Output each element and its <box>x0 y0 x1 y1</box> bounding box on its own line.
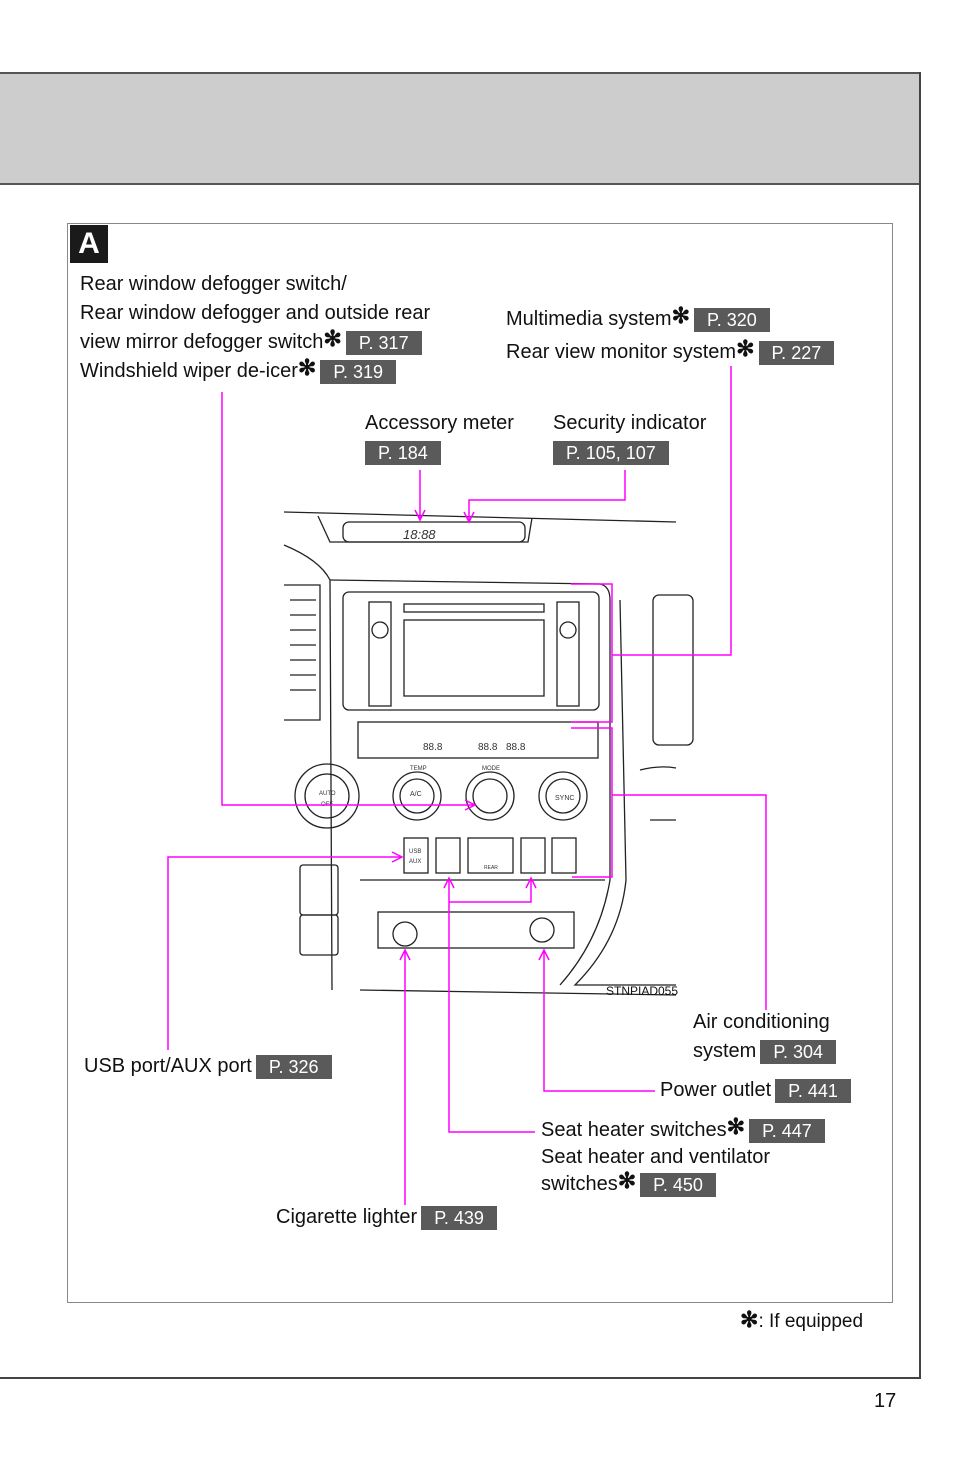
svg-text:SYNC: SYNC <box>555 795 574 802</box>
svg-text:USB: USB <box>409 849 421 855</box>
page-ref-badge[interactable]: P. 326 <box>255 1054 332 1079</box>
clock-display: 18:88 <box>403 527 436 542</box>
page-ref-badge[interactable]: P. 227 <box>758 340 835 365</box>
header-band <box>0 72 919 185</box>
page-ref-badge[interactable]: P. 317 <box>345 330 422 355</box>
page-ref-badge[interactable]: P. 441 <box>775 1078 851 1103</box>
if-equipped-icon: ✻ <box>740 1307 759 1332</box>
page-ref-badge[interactable]: P. 447 <box>749 1118 825 1143</box>
if-equipped-icon: ✻ <box>297 355 317 380</box>
if-equipped-icon: ✻ <box>617 1168 637 1193</box>
svg-text:AUTO: AUTO <box>319 791 336 797</box>
label-multimedia: Multimedia system✻P. 320 <box>506 303 770 334</box>
label-security-indicator: Security indicator P. 105, 107 <box>553 412 707 465</box>
svg-text:88.8: 88.8 <box>423 742 443 753</box>
page-ref-badge[interactable]: P. 304 <box>760 1039 837 1064</box>
label-rear-view-monitor: Rear view monitor system✻P. 227 <box>506 336 835 367</box>
if-equipped-icon: ✻ <box>323 326 342 351</box>
page-ref-badge[interactable]: P. 450 <box>640 1172 716 1197</box>
footnote: ✻: If equipped <box>740 1307 864 1332</box>
page-ref-badge[interactable]: P. 319 <box>320 359 397 384</box>
svg-text:TEMP: TEMP <box>410 766 427 772</box>
page-border-right <box>919 72 921 1379</box>
page-ref-badge[interactable]: P. 184 <box>365 440 441 465</box>
svg-text:REAR: REAR <box>484 865 498 871</box>
svg-text:88.8: 88.8 <box>478 742 498 753</box>
page-ref-badge[interactable]: P. 320 <box>694 307 770 332</box>
page-ref-badge[interactable]: P. 105, 107 <box>553 440 669 465</box>
if-equipped-icon: ✻ <box>671 303 691 328</box>
svg-text:88.8: 88.8 <box>506 742 526 753</box>
label-rear-defogger: Rear window defogger switch/ Rear window… <box>80 273 431 384</box>
figure-frame <box>67 223 893 1303</box>
label-accessory-meter: Accessory meter P. 184 <box>365 412 514 465</box>
label-seat-heater: Seat heater switches✻P. 447 Seat heater … <box>541 1114 825 1198</box>
svg-text:A/C: A/C <box>410 791 422 798</box>
page-ref-badge[interactable]: P. 439 <box>421 1205 497 1230</box>
leader-lines <box>167 366 767 1205</box>
svg-text:AUX: AUX <box>409 859 421 865</box>
image-code: STNPIAD055 <box>606 984 679 998</box>
svg-text:MODE: MODE <box>482 766 500 772</box>
dashboard-illustration: 18:88 88.8 88.8 88.8 AUTO OFF A/C TEMP M… <box>283 511 694 996</box>
page-number: 17 <box>874 1390 897 1412</box>
section-tag: A <box>70 225 108 263</box>
if-equipped-icon: ✻ <box>726 1114 746 1139</box>
page-border-bottom <box>0 1377 921 1379</box>
if-equipped-icon: ✻ <box>736 336 755 361</box>
